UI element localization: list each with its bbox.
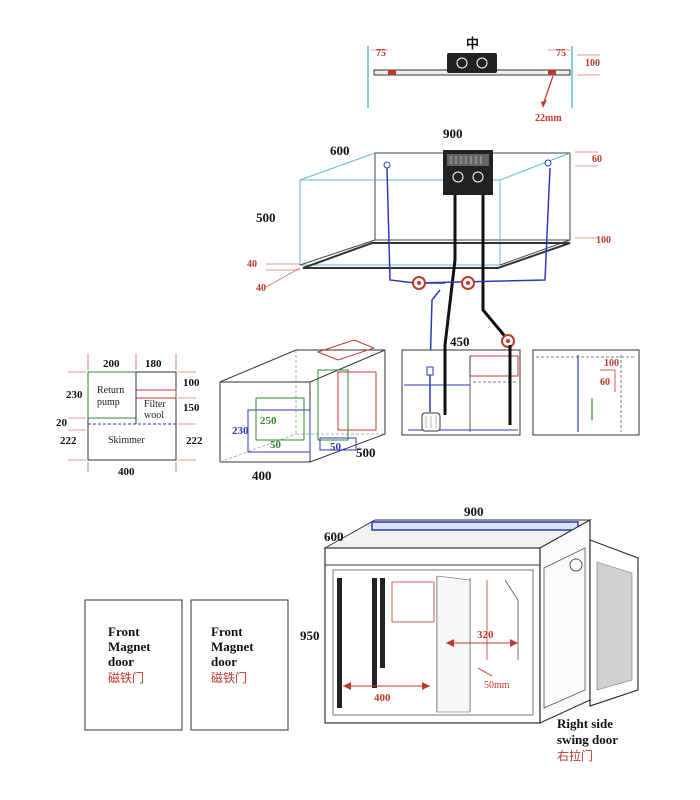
iso-green-w: 50 (270, 439, 282, 451)
tank-rear-dim: 60 (592, 154, 602, 165)
right-door-label-1: Right side (557, 716, 613, 731)
side-dim-b: 60 (600, 377, 610, 388)
sump-side-view-1: 450 (401, 334, 521, 436)
door1-line-2: Magnet (108, 639, 151, 654)
top-left-dim: 75 (376, 48, 386, 59)
cabinet-gap: 50mm (484, 680, 510, 691)
door2-line-2: Magnet (211, 639, 254, 654)
tank-height: 500 (256, 210, 276, 225)
tank-side-dim: 100 (596, 235, 611, 246)
right-door-label-cn: 右拉门 (557, 748, 593, 763)
top-view: 中 75 75 100 22mm (367, 36, 600, 124)
front-door-2: Front Magnet door 磁铁门 (190, 599, 289, 731)
sump-w2: 180 (145, 358, 162, 370)
side-width: 450 (450, 334, 470, 349)
overflow-box-top (447, 53, 497, 73)
door-knob-icon (569, 558, 583, 572)
tank-width: 900 (443, 126, 463, 141)
door2-line-3: door (211, 654, 237, 669)
cabinet-inner-w: 400 (374, 692, 391, 704)
door2-cn: 磁铁门 (211, 670, 247, 685)
return-pump-label-2: pump (97, 397, 120, 408)
front-door-1: Front Magnet door 磁铁门 (84, 599, 183, 731)
iso-length: 400 (252, 468, 272, 483)
sump-h4: 222 (60, 435, 77, 447)
skimmer-label: Skimmer (108, 435, 145, 446)
tank-depth: 600 (330, 143, 350, 158)
iso-green-h: 250 (260, 415, 277, 427)
sump-h3: 150 (183, 402, 200, 414)
side-dim-a: 100 (604, 358, 619, 369)
door1-line-1: Front (108, 624, 140, 639)
door1-cn: 磁铁门 (108, 670, 144, 685)
tank-base-dim-1: 40 (247, 259, 257, 270)
sump-h5: 222 (186, 435, 203, 447)
top-side-dim: 100 (585, 58, 600, 69)
iso-blue-dim: 230 (232, 425, 249, 437)
pipe-dim: 22mm (535, 113, 562, 124)
sump-isometric: 230 250 50 50 400 500 (219, 339, 386, 483)
sump-side-view-2: 100 60 (532, 349, 640, 436)
sump-top-view: Return pump Filter wool Skimmer 200 180 … (56, 354, 203, 478)
tank-base-dim-2: 40 (256, 283, 266, 294)
center-label: 中 (466, 36, 479, 51)
cabinet-inner-w2: 320 (477, 629, 494, 641)
iso-blue-w: 50 (330, 441, 342, 453)
return-pump-label-1: Return (97, 385, 124, 396)
sump-h2: 100 (183, 377, 200, 389)
sump-w1: 200 (103, 358, 120, 370)
cabinet-width: 900 (464, 504, 484, 519)
sump-bottom: 400 (118, 466, 135, 478)
cabinet-height: 950 (300, 628, 320, 643)
right-door-label-2: swing door (557, 732, 618, 747)
cabinet-depth: 600 (324, 529, 344, 544)
top-right-dim: 75 (556, 48, 566, 59)
cabinet: 400 320 50mm 900 600 950 Right side swin… (300, 504, 639, 763)
door1-line-3: door (108, 654, 134, 669)
sump-h1: 230 (66, 389, 83, 401)
sump-gap: 20 (56, 417, 68, 429)
tank-wireframe: 900 600 500 60 100 40 40 (247, 126, 611, 371)
door2-line-1: Front (211, 624, 243, 639)
iso-depth: 500 (356, 445, 376, 460)
filter-wool-label-2: wool (144, 410, 164, 421)
filter-wool-label-1: Filter (144, 399, 166, 410)
